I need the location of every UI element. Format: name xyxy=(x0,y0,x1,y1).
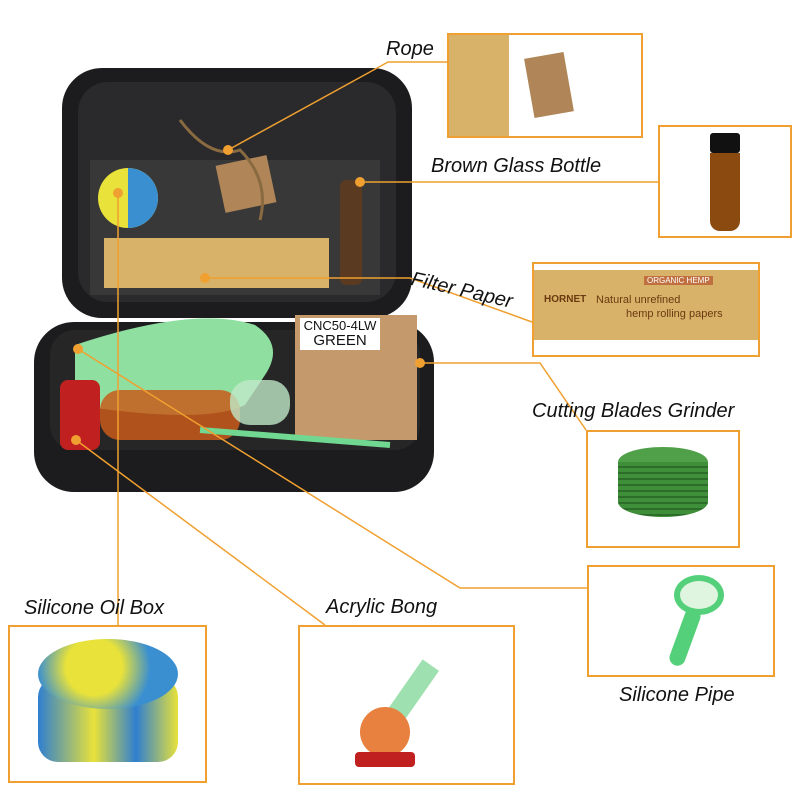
bottle xyxy=(710,153,740,231)
bottle-image-frame xyxy=(658,125,792,238)
product-box-color: GREEN xyxy=(313,332,367,349)
pipe-image-frame xyxy=(587,565,775,677)
label-acrylic-bong: Acrylic Bong xyxy=(326,596,438,618)
rope-tag xyxy=(524,51,574,119)
paper-line2: hemp rolling papers xyxy=(626,308,723,320)
pipe-stem xyxy=(667,606,703,668)
bottle-cap xyxy=(710,133,740,153)
oil-box-image-frame xyxy=(8,625,207,783)
filter-paper-image-frame: HORNET Natural unrefined hemp rolling pa… xyxy=(532,262,760,357)
paper-line1: Natural unrefined xyxy=(596,294,681,306)
leader-lines xyxy=(75,61,658,626)
label-silicone-oil-box: Silicone Oil Box xyxy=(24,597,165,619)
bong-image-frame xyxy=(298,625,515,785)
grinder-body xyxy=(618,462,708,517)
product-box-code: CNC50-4LW xyxy=(303,318,377,333)
bottle-in-case xyxy=(340,180,362,285)
paper-tag: ORGANIC HEMP xyxy=(644,276,713,285)
label-silicone-pipe: Silicone Pipe xyxy=(619,684,735,706)
label-rope: Rope xyxy=(386,38,434,60)
paper-brand: HORNET xyxy=(544,294,587,305)
bong-chamber xyxy=(360,707,410,757)
label-cutting-blades-grinder: Cutting Blades Grinder xyxy=(532,400,735,422)
label-brown-glass-bottle: Brown Glass Bottle xyxy=(431,155,602,177)
rope-image-frame xyxy=(447,33,643,138)
filter-paper-in-case xyxy=(104,238,329,288)
leader-dots xyxy=(71,145,425,445)
product-box-label: CNC50-4LW GREEN xyxy=(300,318,380,348)
bong-base xyxy=(355,752,415,767)
oil-box-lid xyxy=(38,639,178,709)
pipe-bowl xyxy=(674,575,724,615)
grinder-image-frame xyxy=(586,430,740,548)
